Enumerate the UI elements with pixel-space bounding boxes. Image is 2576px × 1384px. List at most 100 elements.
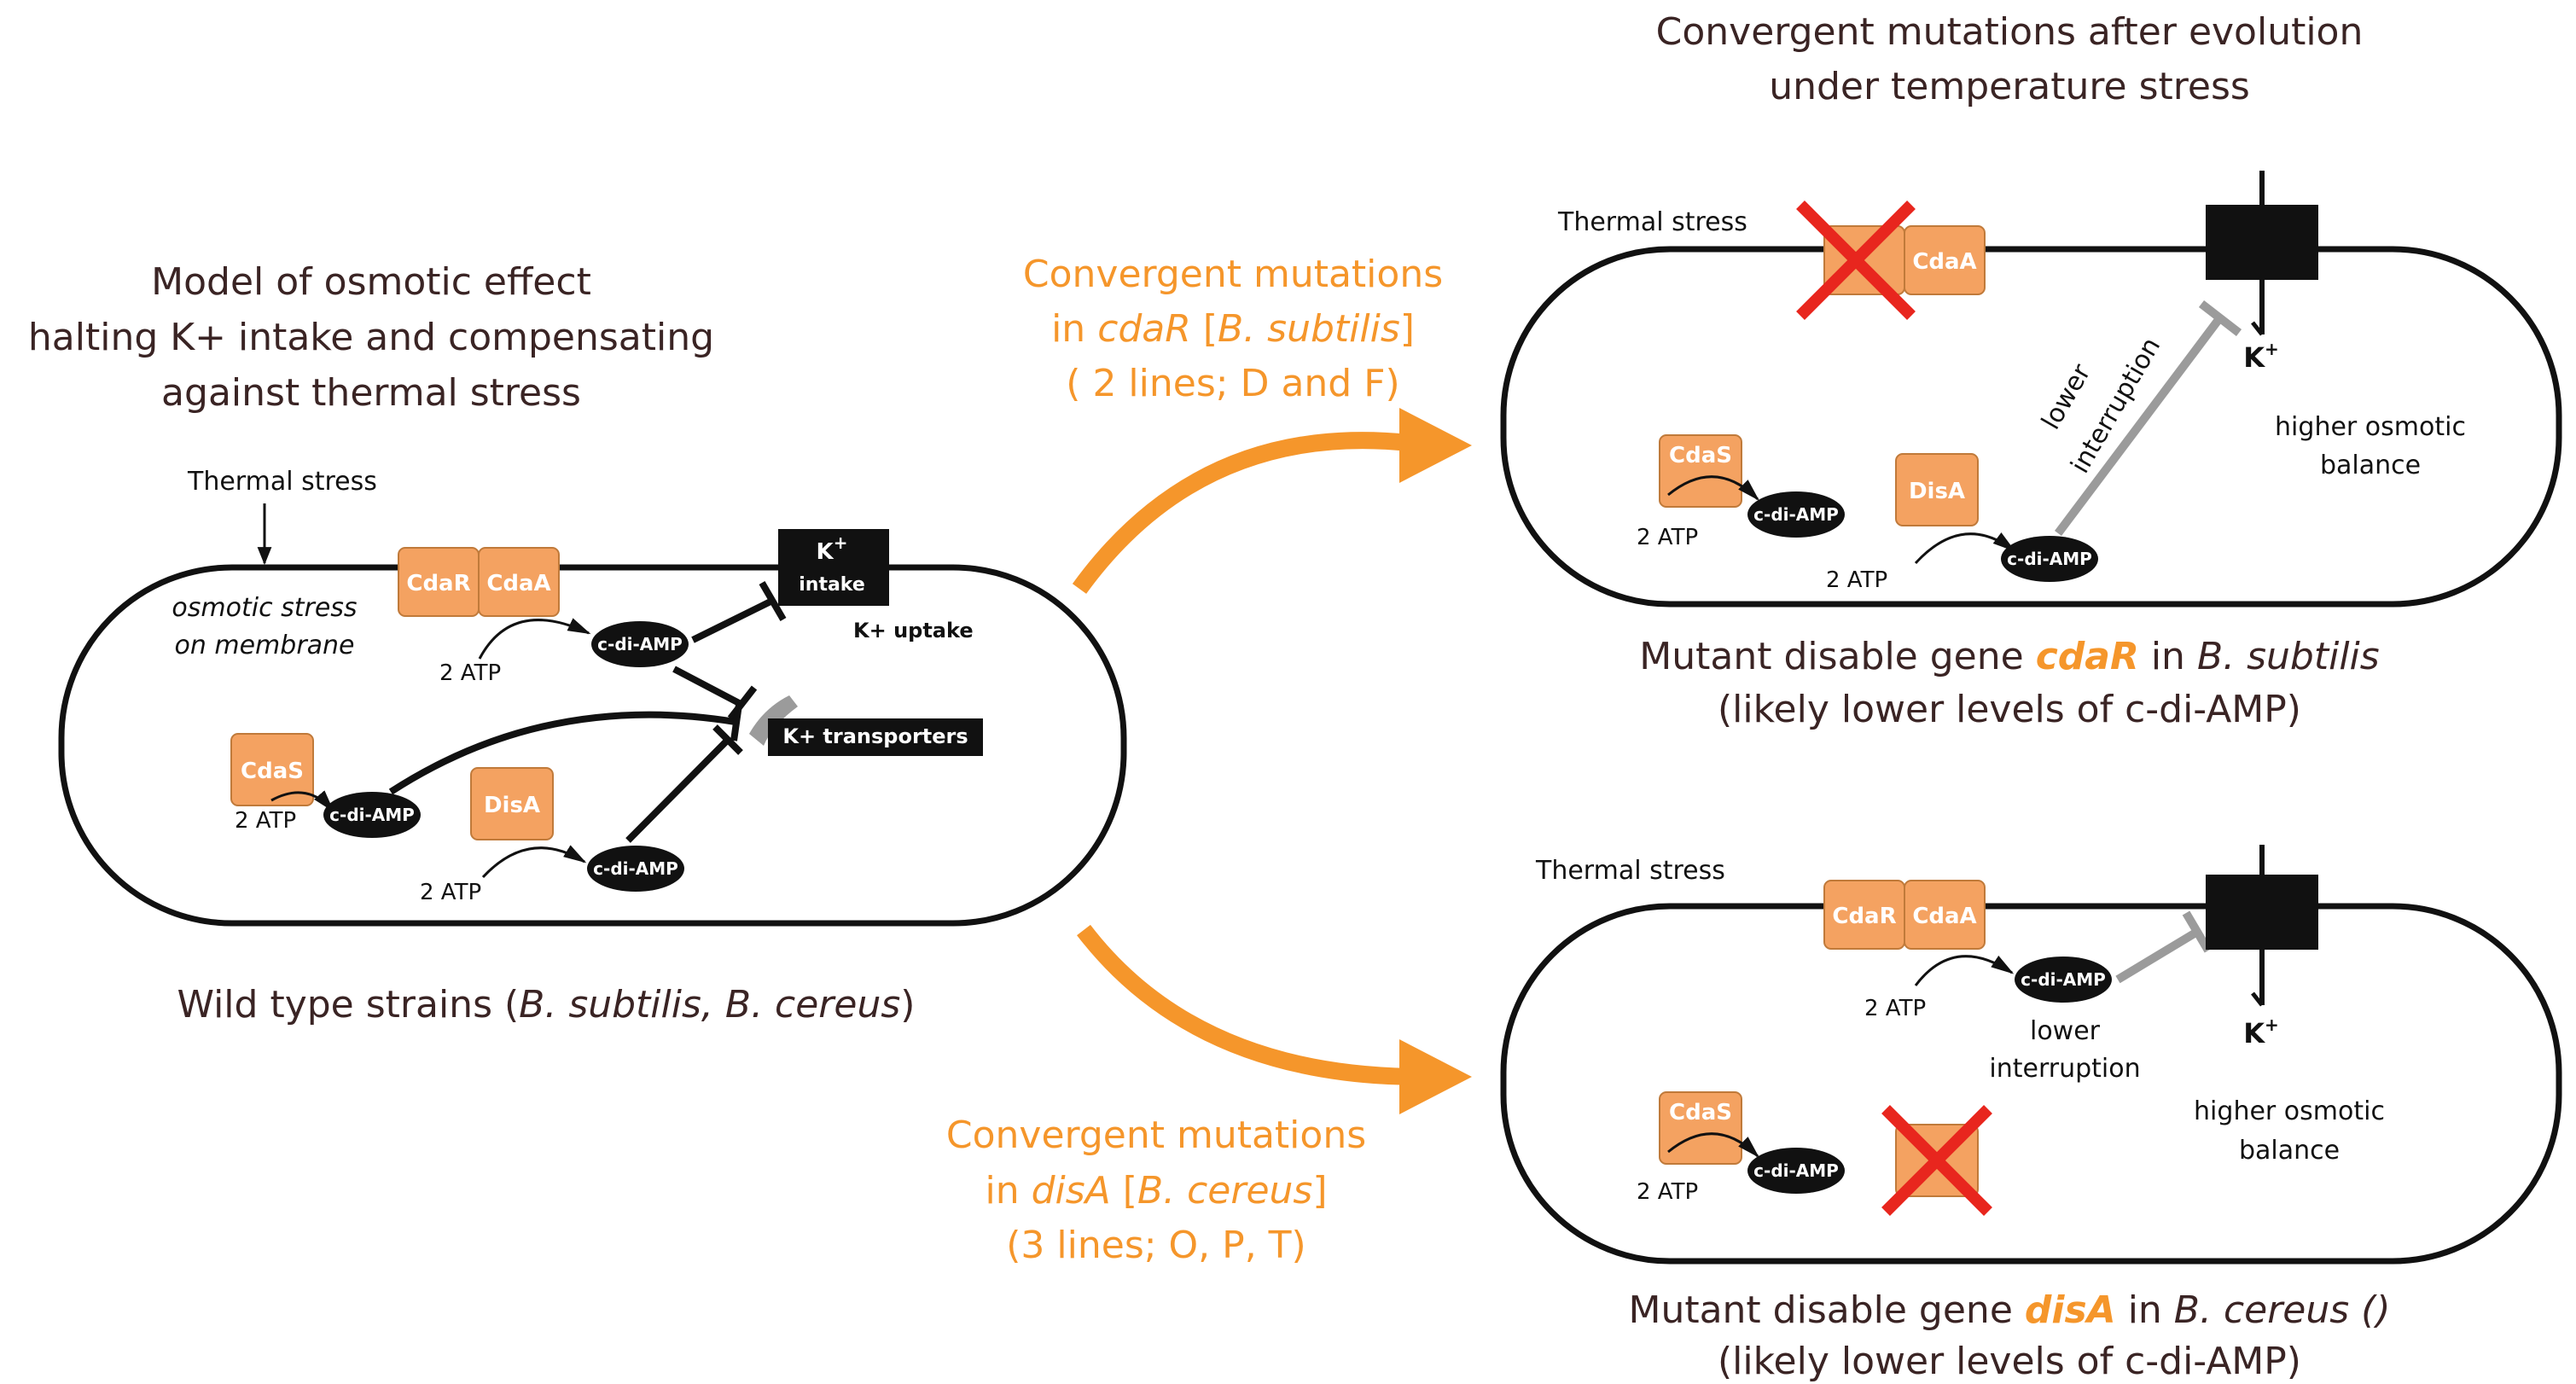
inhibit-transporter-line-2 [388, 711, 736, 795]
bottom-caption-species: B. cereus () [2174, 1288, 2391, 1332]
top-gray-inhibit-bar [2198, 300, 2242, 336]
k-intake-k: K+ [817, 532, 848, 565]
arrow-to-cdar-mutant [1072, 432, 1418, 594]
top-cross-stroke-2 [1796, 201, 1916, 320]
cdas-reaction-arrow [270, 790, 334, 813]
arrow-to-disa-mutant [1077, 924, 1417, 1085]
bottom-arrow-label-3: (3 lines; O, P, T) [1006, 1224, 1305, 1267]
cdaa-label: CdaA [486, 571, 550, 596]
bottom-cdaa-label: CdaA [1912, 904, 1976, 929]
bottom-thermal-stress-label: Thermal stress [1535, 856, 1725, 886]
k-transporters-box [768, 718, 983, 756]
k-uptake-label: K+ uptake [853, 619, 974, 643]
top-arrow-label-2-prefix: in [1051, 307, 1097, 351]
inhibit-intake-line [691, 597, 774, 643]
bottom-atp-label-cdaa: 2 ATP [1864, 996, 1926, 1021]
disa-label: DisA [484, 793, 540, 818]
bottom-cdiamp-pill-cdas [1747, 1148, 1845, 1194]
bottom-gray-inhibit-bar [2182, 910, 2213, 953]
bottom-osmotic-label-2: balance [2239, 1136, 2340, 1166]
bottom-cdiamp-label-cdas: c-di-AMP [1753, 1160, 1839, 1181]
top-k-arrow-tip [2251, 321, 2264, 336]
model-heading-line-1: Model of osmotic effect [151, 260, 591, 304]
atp-label-disa: 2 ATP [420, 880, 481, 905]
title-line-2: under temperature stress [1769, 65, 2250, 108]
bottom-k-ion-label: K+ [2243, 1015, 2279, 1050]
figure-title: Convergent mutations after evolution und… [1656, 10, 2364, 108]
atp-label-cdaa: 2 ATP [439, 660, 501, 686]
top-caption-gene: cdaR [2036, 635, 2139, 678]
inhibit-transporter-line-3 [625, 738, 730, 843]
model-heading-line-2: halting K+ intake and compensating [28, 316, 714, 359]
wild-type-caption: Wild type strains (B. subtilis, B. cereu… [177, 983, 916, 1026]
top-cdas-label: CdaS [1669, 443, 1732, 468]
top-cdas-protein [1659, 434, 1742, 508]
cdar-label: CdaR [406, 571, 470, 596]
bottom-arrow-label-2-prefix: in [985, 1169, 1031, 1212]
top-cell-membrane [1500, 246, 2562, 608]
bottom-cdas-label: CdaS [1669, 1100, 1732, 1125]
osmotic-stress-label-1: osmotic stress [172, 593, 357, 623]
top-cdiamp-label-disa: c-di-AMP [2007, 549, 2092, 569]
top-atp-label-disa: 2 ATP [1826, 567, 1887, 593]
top-arrow-label-2-mid: [ [1191, 307, 1218, 351]
bottom-caption-gene: disA [2025, 1288, 2116, 1332]
top-disa-reaction-arrow [1914, 532, 2016, 565]
wild-type-caption-prefix: Wild type strains ( [177, 983, 520, 1026]
bottom-cdiamp-pill-cdaa [2015, 957, 2112, 1003]
bottom-cross-stroke-2 [1881, 1105, 1992, 1216]
model-heading-line-3: against thermal stress [161, 371, 581, 415]
top-cdiamp-label-cdas: c-di-AMP [1753, 504, 1839, 525]
top-caption-line-2: (likely lower levels of c-di-AMP) [1718, 688, 2301, 731]
bottom-arrow-label-1: Convergent mutations [946, 1114, 1366, 1157]
bottom-cdar-label: CdaR [1832, 904, 1896, 929]
cdar-mutant-panel: Thermal stress CdaA K+ CdaS 2 ATP c-di-A… [1500, 171, 2562, 731]
bottom-caption-line-1: Mutant disable gene disA in B. cereus () [1628, 1288, 2390, 1332]
top-disa-protein [1895, 453, 1979, 526]
bottom-k-arrow-tip [2251, 991, 2264, 1007]
atp-label-cdas: 2 ATP [235, 808, 296, 834]
bottom-cell-membrane [1500, 903, 2562, 1265]
k-intake-k-plus: + [834, 532, 848, 553]
cdas-protein [230, 733, 314, 806]
bottom-caption-mid: in [2116, 1288, 2174, 1332]
inhibit-transporter-bar-3 [712, 724, 743, 755]
cdiamp-pill-disa [587, 846, 684, 892]
cdiamp-pill-cdaa [591, 621, 689, 667]
top-osmotic-label-2: balance [2320, 451, 2421, 480]
bottom-arrow-label-2-mid: [ [1111, 1169, 1137, 1212]
top-arrow-label-2: in cdaR [B. subtilis] [1051, 307, 1415, 351]
top-cdiamp-pill-cdas [1747, 491, 1845, 538]
top-caption-line-1: Mutant disable gene cdaR in B. subtilis [1639, 635, 2379, 678]
bottom-arrow-label-2-species: B. cereus [1137, 1169, 1312, 1212]
top-thermal-stress-label: Thermal stress [1557, 207, 1747, 237]
top-caption-species: B. subtilis [2197, 635, 2380, 678]
bottom-cdaa-reaction-arrow [1914, 955, 2015, 986]
bottom-cdaa-protein [1904, 880, 1986, 950]
bottom-k-ion-symbol: K [2243, 1017, 2265, 1050]
top-osmotic-label-1: higher osmotic [2275, 412, 2466, 442]
bottom-atp-label-cdas: 2 ATP [1637, 1179, 1698, 1205]
top-cdaa-label: CdaA [1912, 249, 1976, 275]
bottom-lower-label: lower [2030, 1016, 2101, 1046]
top-arrow-label-3: ( 2 lines; D and F) [1066, 362, 1399, 405]
bottom-cdas-reaction-arrow [1667, 1132, 1759, 1158]
transition-arrows: Convergent mutations in cdaR [B. subtili… [946, 253, 1472, 1267]
bottom-arrow-label-2-suffix: ] [1312, 1169, 1327, 1212]
inhibit-transporter-line-1 [672, 666, 744, 708]
top-gray-inhibit-line [2055, 314, 2224, 537]
top-disa-label: DisA [1909, 479, 1965, 504]
top-cdas-reaction-arrow [1667, 475, 1759, 501]
disa-reaction-arrow [481, 845, 587, 879]
wild-type-caption-species: B. subtilis, B. cereus [519, 983, 900, 1026]
title-line-1: Convergent mutations after evolution [1656, 10, 2364, 54]
top-arrow-label-2-suffix: ] [1400, 307, 1415, 351]
top-cdaa-protein [1904, 225, 1986, 295]
cdaa-protein [478, 547, 560, 617]
k-transporters-label: K+ transporters [782, 724, 968, 748]
bottom-k-ion-plus: + [2265, 1015, 2279, 1035]
top-atp-label-cdas: 2 ATP [1637, 525, 1698, 550]
bottom-cdas-protein [1659, 1091, 1742, 1165]
top-caption-prefix: Mutant disable gene [1639, 635, 2035, 678]
